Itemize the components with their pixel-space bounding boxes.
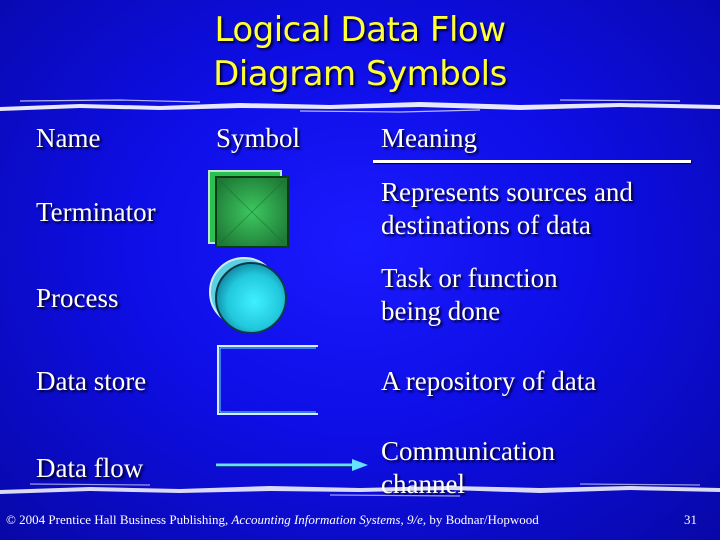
footer-text-after: , by Bodnar/Hopwood — [422, 512, 539, 527]
terminator-square-icon — [208, 170, 289, 248]
header-symbol: Symbol — [216, 123, 301, 153]
footer-text-before: 2004 Prentice Hall Business Publishing, — [15, 512, 232, 527]
row-terminator-meaning-line1: Represents sources and — [381, 177, 633, 207]
header-underline — [373, 160, 691, 163]
copyright-symbol: © — [6, 512, 16, 527]
row-data-flow-meaning-line1: Communication — [381, 436, 555, 466]
header-meaning: Meaning — [381, 123, 477, 153]
data-store-icon — [217, 345, 318, 415]
row-process-meaning-line2: being done — [381, 296, 501, 326]
slide-title: Logical Data Flow Diagram Symbols — [0, 8, 720, 96]
page-number: 31 — [684, 512, 697, 527]
row-data-flow-meaning-line2: channel — [381, 469, 465, 499]
footer-book-title: Accounting Information Systems, 9/e — [231, 512, 423, 527]
row-data-store-meaning-line1: A repository of data — [381, 366, 597, 396]
brush-divider-bottom — [0, 483, 720, 497]
slide-title-line2: Diagram Symbols — [213, 54, 507, 94]
row-terminator-meaning-line2: destinations of data — [381, 210, 591, 240]
header-name: Name — [36, 123, 101, 153]
slide-title-line1: Logical Data Flow — [214, 10, 506, 50]
data-flow-arrow-icon — [216, 459, 368, 471]
brush-divider-top — [0, 99, 720, 113]
footer-copyright: © 2004 Prentice Hall Business Publishing… — [6, 512, 539, 528]
row-data-flow-name: Data flow — [36, 453, 144, 483]
row-process-name: Process — [36, 283, 119, 313]
process-circle-icon — [209, 257, 287, 334]
row-data-store-name: Data store — [36, 366, 147, 396]
row-process-meaning-line1: Task or function — [381, 263, 558, 293]
row-terminator-name: Terminator — [36, 197, 156, 227]
